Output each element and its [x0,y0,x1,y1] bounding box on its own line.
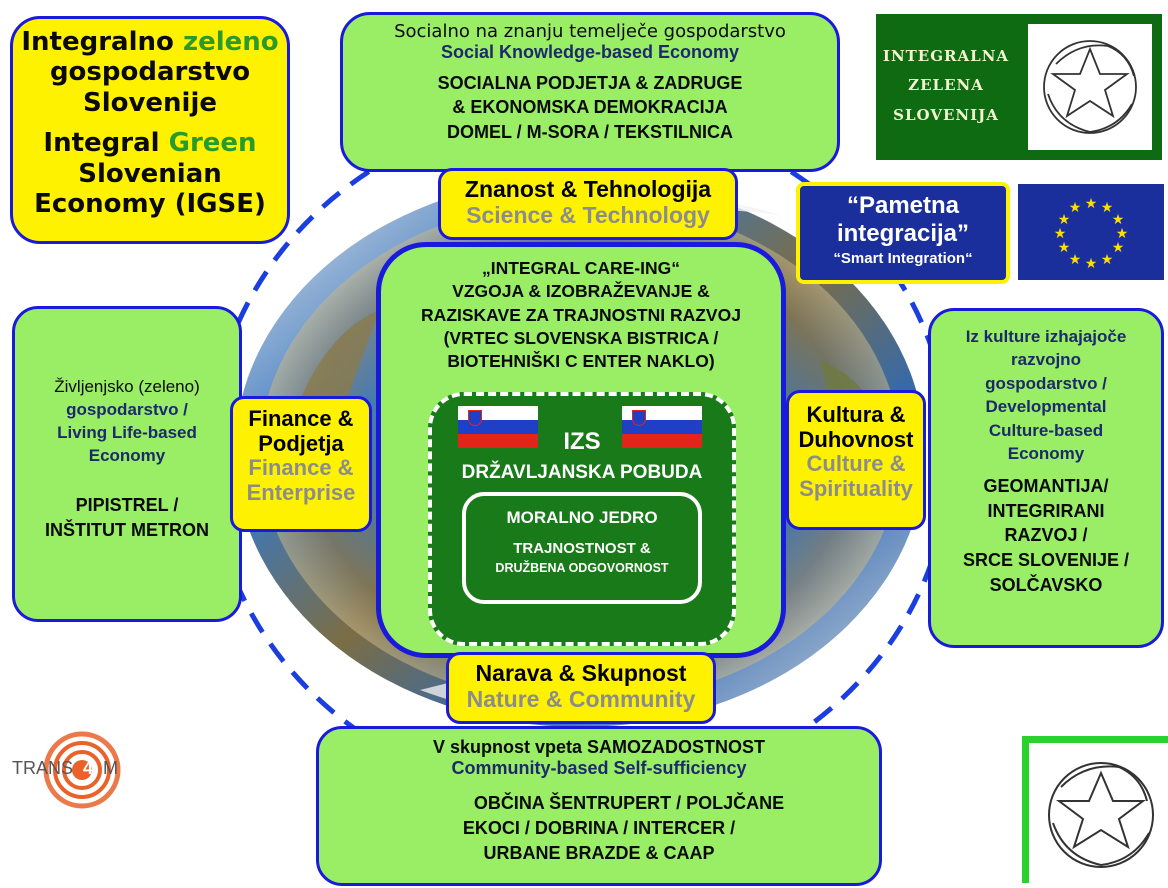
svg-text:★: ★ [1058,212,1071,228]
tag-top-sl: Znanost & Tehnologija [464,176,712,202]
core-traj: TRAJNOSTNOST & [513,540,651,557]
core-odg: DRUŽBENA ODGOVORNOST [495,561,669,575]
left-line5: PIPISTREL / [75,495,179,516]
title-line5: Slovenian [78,158,222,189]
trans4m-prefix: TRANS [12,758,74,778]
izs-logo-line1: INTEGRALNA [882,47,1010,65]
bottom-line5: URBANE BRAZDE & CAAP [483,843,715,864]
smart-line2: integracija” [836,220,970,247]
top-line3: SOCIALNA PODJETJA & ZADRUGE [437,73,743,93]
left-line6: INŠTITUT METRON [45,519,209,540]
core-box: IZS DRŽAVLJANSKA POBUDA MORALNO JEDRO TR… [428,392,736,646]
right-line4: Developmental [985,397,1107,417]
left-line3: Living Life-based [57,423,197,443]
smart-line1: “Pametna [846,192,960,219]
title-line3: Slovenije [82,87,218,118]
title-line6: Economy (IGSE) [34,189,266,220]
trans4m-logo: TRANS 4 M [12,730,142,820]
hands-star-emblem [1028,24,1152,150]
tag-nature-community: Narava & Skupnost Nature & Community [446,652,716,724]
top-line1: Socialno na znanju temelječe gospodarstv… [394,21,786,42]
svg-text:★: ★ [1112,212,1125,228]
tag-bottom-sl: Narava & Skupnost [475,660,687,686]
tag-right-sl1: Kultura & [806,402,906,427]
svg-text:★: ★ [1085,196,1098,212]
bottom-community-box: V skupnost vpeta SAMOZADOSTNOST Communit… [316,726,882,886]
tag-right-en1: Culture & [806,451,906,477]
izs-logo-line2: ZELENA [908,76,984,95]
top-knowledge-box: Socialno na znanju temelječe gospodarstv… [340,12,840,172]
izs-logo: INTEGRALNA ZELENA SLOVENIJA [876,14,1162,160]
tag-bottom-en: Nature & Community [466,685,696,712]
tag-top-en: Science & Technology [466,201,710,228]
bottom-line2: Community-based Self-sufficiency [451,758,747,778]
right-line8: INTEGRIRANI [987,500,1105,521]
trans4m-suffix: M [103,758,119,778]
title-green-word-en: Green [168,128,257,159]
right-line3: gospodarstvo / [985,373,1107,393]
smart-line3: “Smart Integration“ [833,250,973,267]
bottom-line3: OBČINA ŠENTRUPERT / POLJČANE [473,793,785,813]
tag-left-en2: Enterprise [246,479,356,505]
center-line4: (VRTEC SLOVENSKA BISTRICA / [443,327,719,348]
tag-right-sl2: Duhovnost [798,426,914,452]
left-living-economy-box: Življenjsko (zeleno) gospodarstvo / Livi… [12,306,242,622]
svg-text:★: ★ [1069,252,1082,268]
left-line2: gospodarstvo / [66,400,188,420]
trans4m-num: 4 [83,758,94,778]
bottom-line4: EKOCI / DOBRINA / INTERCER / [462,818,736,839]
title-line2: gospodarstvo [49,57,251,88]
title-green-word: zeleno [182,27,279,57]
svg-text:★: ★ [1112,240,1125,256]
top-line4: & EKONOMSKA DEMOKRACIJA [452,97,728,118]
right-line9: RAZVOJ / [1004,525,1088,546]
left-line1: Življenjsko (zeleno) [54,377,200,396]
center-line3: RAZISKAVE ZA TRAJNOSTNI RAZVOJ [421,304,741,325]
svg-text:★: ★ [1069,200,1082,216]
hands-star-emblem-bottom [1022,736,1168,883]
svg-text:★: ★ [1054,226,1067,242]
smart-integration-box: “Pametna integracija” “Smart Integration… [796,182,1010,284]
core-jedro: MORALNO JEDRO [506,508,658,527]
slovenian-flag-left [458,406,538,448]
right-line6: Economy [1007,444,1085,464]
tag-left-sl1: Finance & [248,406,354,431]
eu-flag: ★ ★ ★ ★ ★ ★ ★ ★ ★ ★ ★ ★ [1018,184,1164,280]
right-line2: razvojno [1011,350,1081,370]
center-line5: BIOTEHNIŠKI C ENTER NAKLO) [447,351,715,372]
right-line10: SRCE SLOVENIJE / [962,550,1130,571]
svg-text:★: ★ [1116,226,1129,242]
core-pobuda: DRŽAVLJANSKA POBUDA [461,462,703,483]
center-line1: „INTEGRAL CARE-ING“ [481,258,680,278]
tag-left-sl2: Podjetja [258,430,344,456]
tag-left-en1: Finance & [248,455,354,481]
left-line4: Economy [88,446,166,466]
svg-text:★: ★ [1058,240,1071,256]
right-line1: Iz kulture izhajajoče [965,327,1127,346]
izs-logo-line3: SLOVENIJA [893,105,999,124]
right-culture-economy-box: Iz kulture izhajajoče razvojno gospodars… [928,308,1164,648]
center-line2: VZGOJA & IZOBRAŽEVANJE & [452,281,710,302]
svg-text:★: ★ [1101,252,1114,268]
svg-text:★: ★ [1101,200,1114,216]
slovenian-flag-right [622,406,702,448]
core-izs: IZS [563,428,601,455]
bottom-line1: V skupnost vpeta SAMOZADOSTNOST [432,737,766,757]
title-box: Integralno zeleno gospodarstvo Slovenije… [10,16,290,244]
top-line2: Social Knowledge-based Economy [440,42,740,62]
right-line5: Culture-based [988,420,1104,440]
svg-text:★: ★ [1085,256,1098,272]
top-line5: DOMEL / M-SORA / TEKSTILNICA [447,121,733,142]
right-line11: SOLČAVSKO [989,575,1103,596]
tag-science-technology: Znanost & Tehnologija Science & Technolo… [438,168,738,240]
title-line1: Integralno [21,27,183,57]
right-line7: GEOMANTIJA/ [983,475,1109,496]
title-line4: Integral [43,128,169,159]
moral-core-box: MORALNO JEDRO TRAJNOSTNOST & DRUŽBENA OD… [462,492,702,604]
tag-finance-enterprise: Finance & Podjetja Finance & Enterprise [230,396,372,532]
tag-right-en2: Spirituality [799,475,913,501]
tag-culture-spirituality: Kultura & Duhovnost Culture & Spirituali… [786,390,926,530]
